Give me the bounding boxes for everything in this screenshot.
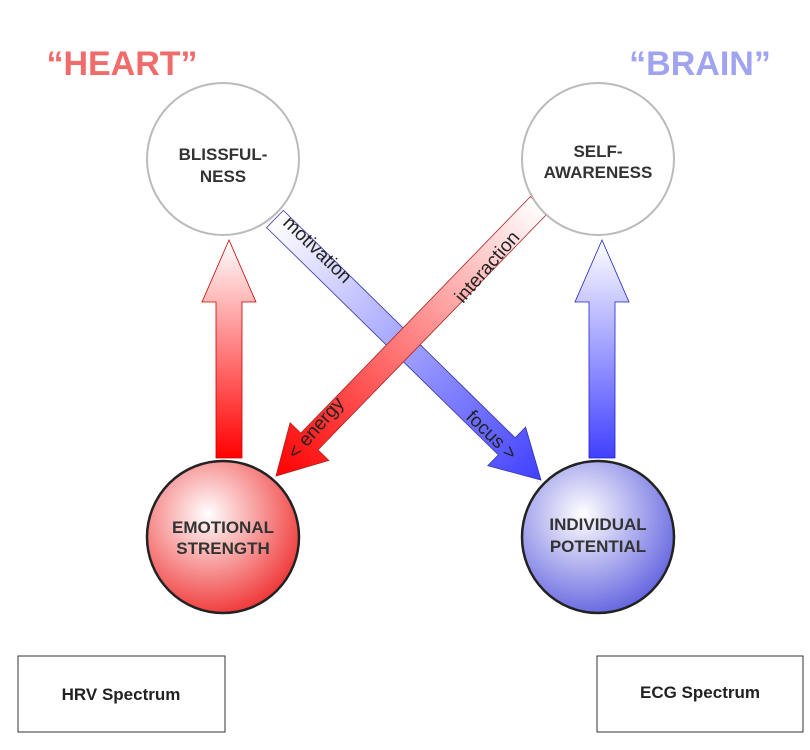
heart-up-arrow (201, 238, 257, 459)
node-emotional-strength-line2: STRENGTH (176, 539, 270, 558)
brain-header: “BRAIN” (629, 45, 771, 83)
interaction-energy-arrow (275, 196, 549, 477)
node-self-awareness-line2: AWARENESS (544, 163, 653, 182)
node-emotional-strength-line1: EMOTIONAL (172, 518, 274, 537)
node-self-awareness-line1: SELF- (573, 142, 622, 161)
node-individual-potential-line1: INDIVIDUAL (549, 515, 646, 534)
node-emotional-strength: EMOTIONAL STRENGTH (145, 459, 301, 615)
heart-header: “HEART” (46, 45, 197, 83)
node-self-awareness: SELF- AWARENESS (521, 82, 675, 236)
hrv-spectrum-box: HRV Spectrum (17, 655, 226, 733)
brain-up-arrow (574, 238, 630, 459)
node-blissfulness-line2: NESS (200, 167, 246, 186)
node-blissfulness: BLISSFUL- NESS (146, 82, 300, 236)
ecg-spectrum-label: ECG Spectrum (640, 683, 760, 702)
node-individual-potential: INDIVIDUAL POTENTIAL (520, 459, 676, 615)
node-blissfulness-line1: BLISSFUL- (179, 145, 268, 164)
ecg-spectrum-box: ECG Spectrum (596, 655, 804, 733)
node-individual-potential-line2: POTENTIAL (550, 537, 646, 556)
hrv-spectrum-label: HRV Spectrum (62, 685, 181, 704)
